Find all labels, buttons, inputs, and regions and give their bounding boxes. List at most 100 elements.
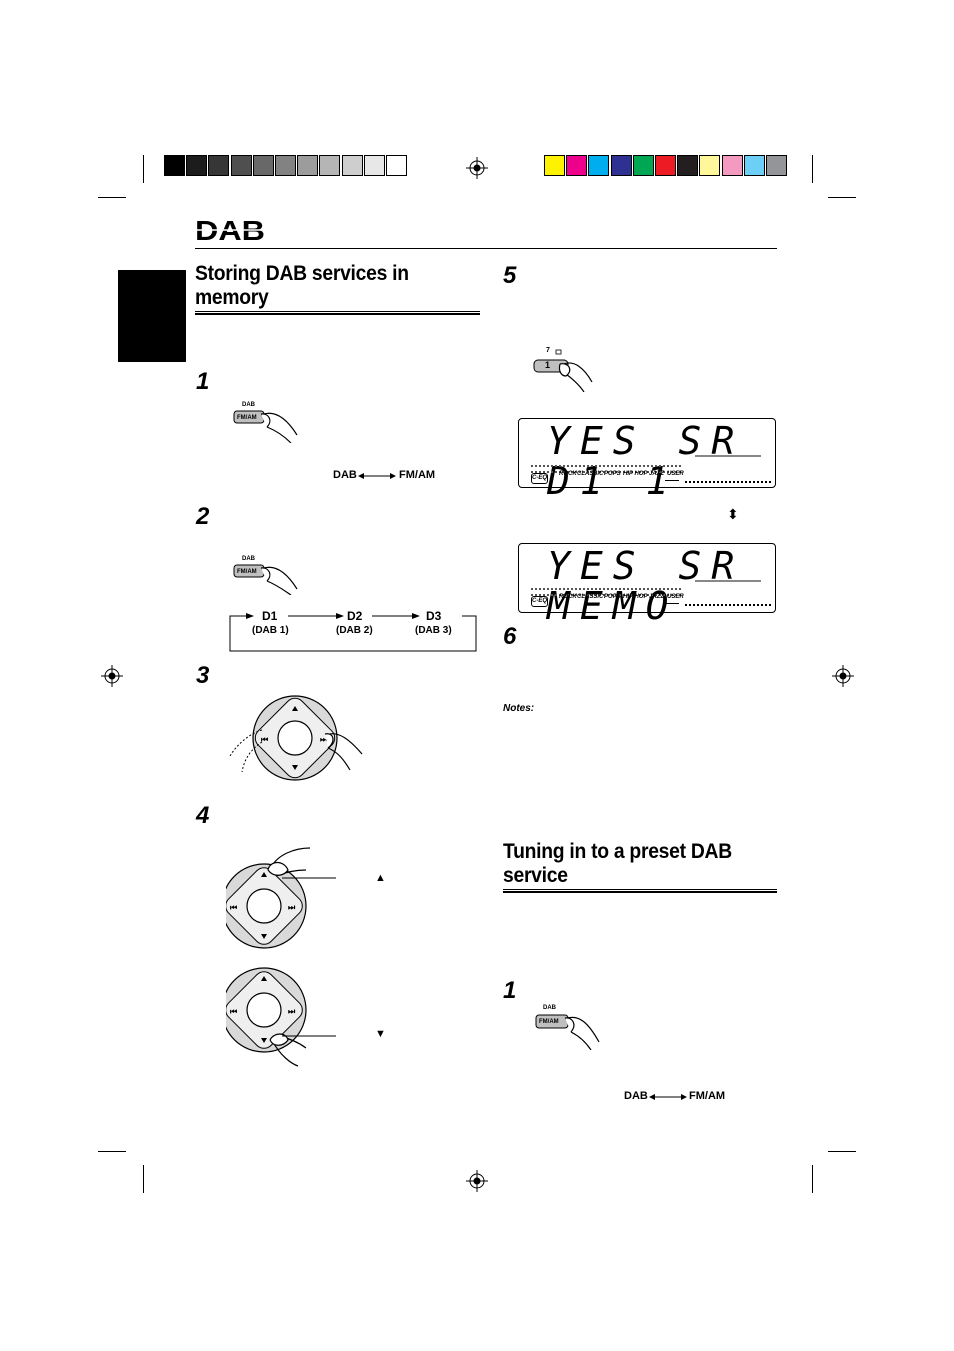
lcd-text: YES SR MEMO (547, 544, 745, 628)
c-eq-badge: C-EQ (531, 473, 548, 484)
eq-mode-label: USER (667, 471, 684, 477)
color-swatch (766, 155, 787, 176)
registration-target-icon (466, 157, 488, 179)
color-swatch (319, 155, 341, 176)
double-arrow-icon (358, 473, 396, 479)
step-number: 4 (196, 802, 210, 829)
color-swatch (566, 155, 588, 176)
step-number: 1 (503, 977, 517, 1004)
control-dial-down-icon[interactable]: ⏮ ⏭ (226, 966, 346, 1070)
section-heading-storing: Storing DAB services in memory (195, 262, 409, 309)
notes-label: Notes: (503, 703, 535, 714)
svg-text:⏭: ⏭ (288, 903, 296, 912)
heading-underline (195, 311, 480, 315)
toggle-right-label: FM/AM (399, 469, 436, 481)
lcd-underline (695, 455, 761, 457)
band-sub-label: (DAB 3) (415, 625, 452, 636)
color-swatch (164, 155, 185, 176)
fm-am-button[interactable]: DAB FM/AM (225, 401, 305, 443)
lcd-level-meter (531, 465, 681, 473)
control-dial-icon[interactable]: ⏮ ⏭ (226, 690, 366, 782)
color-swatch (699, 155, 721, 176)
button-small-label: DAB (242, 556, 255, 562)
toggle-left-label: DAB (624, 1090, 648, 1102)
down-arrow-icon: ▼ (375, 1028, 386, 1040)
registration-target-icon (832, 665, 854, 687)
lcd-dots (685, 604, 771, 608)
eq-mode-label: HIP HOP (623, 594, 648, 600)
eq-mode-label: POPS (604, 471, 621, 477)
lcd-text: YES SR D1 1 (547, 419, 745, 503)
button-main-label: FM/AM (237, 415, 257, 421)
section-side-tab (118, 270, 186, 362)
fm-am-button[interactable]: DAB FM/AM (225, 553, 305, 595)
color-swatch (655, 155, 676, 176)
color-swatch (743, 155, 765, 176)
color-swatch (297, 155, 319, 176)
color-swatch (632, 155, 654, 176)
band-label: D1 (262, 609, 278, 623)
preset-button-1[interactable]: 7 1 (528, 346, 598, 392)
up-arrow-icon: ▲ (375, 872, 386, 884)
registration-target-icon (101, 665, 123, 687)
lcd-underline (695, 580, 761, 582)
band-sub-label: (DAB 2) (336, 625, 373, 636)
user-indicator-bar (665, 603, 679, 604)
eq-mode-label: POPS (604, 594, 621, 600)
lcd-level-meter (531, 588, 681, 596)
control-dial-up-icon[interactable]: ⏮ ⏭ (226, 846, 346, 950)
band-cycle-diagram (229, 613, 477, 652)
eq-mode-label: JAZZ (649, 594, 664, 600)
eq-mode-label: ROCK (559, 594, 577, 600)
svg-text:⏮: ⏮ (261, 735, 268, 744)
header-rule (195, 248, 777, 249)
eq-mode-label: ROCK (559, 471, 577, 477)
dab-logo: DAB (195, 218, 267, 242)
preset-number: 1 (545, 360, 551, 370)
lcd-dots (685, 481, 771, 485)
step-number: 6 (503, 623, 517, 650)
eq-mode-label: USER (667, 594, 684, 600)
registration-target-icon (466, 1170, 488, 1192)
button-main-label: FM/AM (237, 569, 257, 575)
step-number: 3 (196, 662, 210, 689)
svg-text:⏮: ⏮ (230, 1007, 237, 1016)
button-small-label: DAB (242, 402, 255, 408)
svg-text:⏭: ⏭ (320, 735, 328, 744)
band-label: D3 (426, 609, 442, 623)
user-indicator-bar (665, 480, 679, 481)
color-swatch (252, 155, 274, 176)
step-number: 2 (196, 503, 210, 530)
band-label: D2 (347, 609, 363, 623)
color-swatch (386, 155, 407, 176)
band-sub-label: (DAB 1) (252, 625, 289, 636)
button-main-label: FM/AM (539, 1019, 559, 1025)
color-swatch (341, 155, 363, 176)
toggle-right-label: FM/AM (689, 1090, 726, 1102)
color-swatch (363, 155, 385, 176)
swap-arrow-icon: ⬍ (727, 506, 739, 522)
lcd-display-memo: YES SR MEMO C-EQ ROCK CLASSIC POPS HIP H… (518, 543, 776, 626)
eq-mode-label: HIP HOP (623, 471, 648, 477)
color-swatch (677, 155, 699, 176)
preset-top-number: 7 (546, 347, 550, 354)
lcd-display-preset: YES SR D1 1 C-EQ ROCK CLASSIC POPS HIP H… (518, 418, 776, 501)
color-swatch (208, 155, 230, 176)
fm-am-button[interactable]: DAB FM/AM (527, 1004, 607, 1050)
c-eq-badge: C-EQ (531, 596, 548, 607)
double-arrow-icon (649, 1094, 687, 1100)
heading-underline (503, 889, 777, 893)
step-number: 5 (503, 262, 517, 289)
color-swatch (610, 155, 632, 176)
eq-mode-label: JAZZ (649, 471, 664, 477)
color-swatch (588, 155, 610, 176)
color-swatch (230, 155, 252, 176)
svg-text:⏮: ⏮ (230, 903, 237, 912)
color-swatch (186, 155, 208, 176)
eq-mode-label: CLASSIC (577, 471, 604, 477)
color-swatch (544, 155, 565, 176)
toggle-left-label: DAB (333, 469, 357, 481)
section-heading-tuning: Tuning in to a preset DAB service (503, 840, 732, 887)
eq-mode-label: CLASSIC (577, 594, 604, 600)
svg-text:⏭: ⏭ (288, 1007, 296, 1016)
